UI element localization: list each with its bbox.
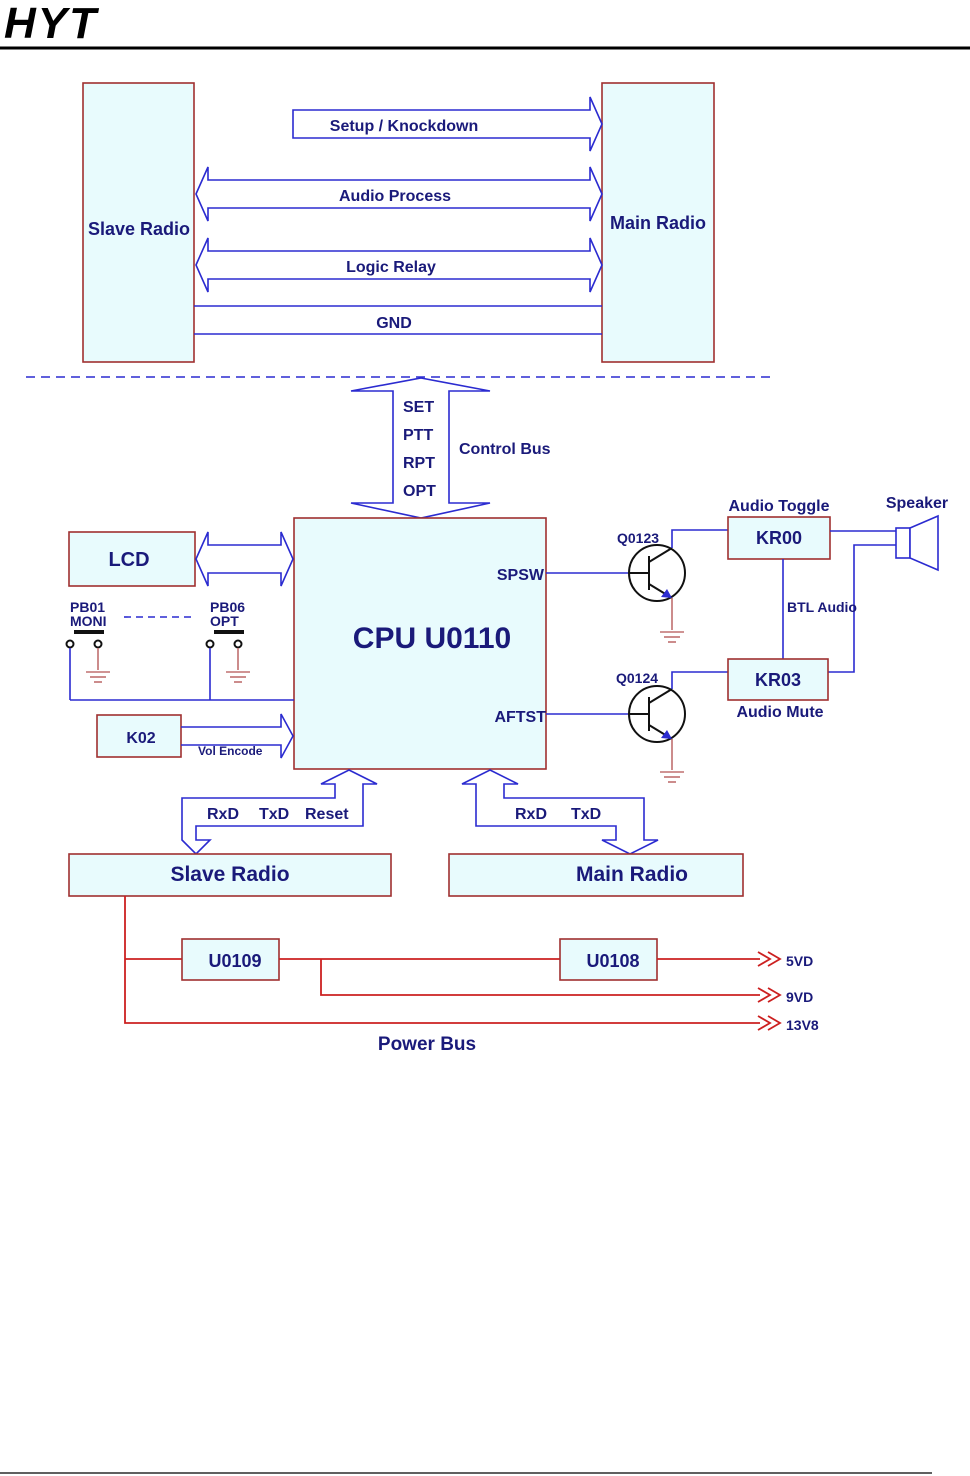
kr03-label: KR03 [755, 670, 801, 690]
power-bus-label: Power Bus [378, 1034, 476, 1055]
slave-bus-rxd: RxD [207, 806, 239, 823]
kr03-speaker-wire [828, 544, 896, 673]
q0123-ground-symbol [660, 598, 684, 643]
bottom-slave-radio-label: Slave Radio [170, 863, 289, 886]
audio-mute-label: Audio Mute [736, 704, 823, 721]
pb06-switch-symbol [205, 630, 250, 700]
u0109-label: U0109 [208, 951, 261, 971]
u0109-box [181, 938, 280, 981]
k02-box [96, 714, 182, 758]
bottom-slave-radio-box [68, 853, 392, 897]
vol-encode-arrow [181, 713, 294, 759]
svg-text:HYT: HYT [4, 0, 99, 48]
output-5vd-label: 5VD [786, 953, 813, 969]
vol-encode-label: Vol Encode [198, 744, 263, 758]
kr00-label: KR00 [756, 528, 802, 548]
control-bus-signal-opt: OPT [403, 483, 436, 500]
audio-toggle-label: Audio Toggle [728, 498, 829, 515]
pb06-label: PB06 [210, 599, 245, 615]
cpu-label: CPU U0110 [353, 622, 511, 655]
setup-knockdown-label: Setup / Knockdown [330, 118, 478, 135]
q0124-ground-symbol [660, 739, 684, 783]
logic-relay-label: Logic Relay [346, 259, 436, 276]
output-9vd-label: 9VD [786, 989, 813, 1005]
cpu-box [293, 517, 547, 770]
cpu-pin-aftst: AFTST [494, 709, 546, 726]
moni-label: MONI [70, 613, 107, 629]
bottom-main-radio-box [448, 853, 744, 897]
opt-label: OPT [210, 613, 239, 629]
q0123-label: Q0123 [617, 530, 659, 546]
lcd-label: LCD [108, 549, 149, 571]
q0123-collector-wire [671, 529, 728, 548]
cpu-pin-spsw: SPSW [497, 567, 545, 584]
btl-audio-label: BTL Audio [787, 599, 857, 615]
pb01-switch-symbol [65, 630, 110, 700]
u0108-box [559, 938, 658, 981]
top-main-radio-box [601, 82, 715, 363]
control-bus-signal-ptt: PTT [403, 427, 433, 444]
power-9vd-wire [320, 959, 760, 996]
slave-bus-txd: TxD [259, 806, 289, 823]
speaker-icon [895, 514, 939, 572]
top-slave-radio-box [82, 82, 195, 363]
setup-knockdown-arrow [292, 96, 603, 152]
main-bus-txd: TxD [571, 806, 601, 823]
gnd-label: GND [376, 315, 412, 332]
power-13v8-wire [124, 896, 760, 1024]
lcd-box [68, 531, 196, 587]
output-13v8-label: 13V8 [786, 1017, 819, 1033]
audio-process-arrow [195, 166, 603, 222]
slave-bus-reset: Reset [305, 806, 349, 823]
control-bus-signal-set: SET [403, 399, 434, 416]
lcd-cpu-arrow [195, 531, 294, 587]
q0124-label: Q0124 [616, 670, 658, 686]
u0108-label: U0108 [586, 951, 639, 971]
output-9vd-connector-icon [757, 987, 782, 1003]
q0124-collector-wire [671, 671, 728, 689]
q0123-transistor-symbol [628, 544, 686, 602]
main-serial-bus-arrow [461, 769, 659, 855]
kr00-box [727, 516, 831, 560]
q0124-transistor-symbol [628, 685, 686, 743]
control-bus-signal-rpt: RPT [403, 455, 435, 472]
audio-process-label: Audio Process [339, 188, 451, 205]
top-slave-radio-label: Slave Radio [88, 219, 190, 239]
k02-label: K02 [126, 730, 155, 747]
bottom-main-radio-label: Main Radio [576, 863, 688, 886]
slave-serial-bus-arrow [181, 769, 378, 856]
top-main-radio-label: Main Radio [610, 213, 706, 233]
output-5vd-connector-icon [757, 951, 782, 967]
hyt-logo: HYT [4, 0, 99, 48]
control-bus-label: Control Bus [459, 441, 551, 458]
speaker-label: Speaker [886, 495, 948, 512]
kr03-box [727, 658, 829, 701]
logic-relay-arrow [195, 237, 603, 293]
output-13v8-connector-icon [757, 1015, 782, 1031]
main-bus-rxd: RxD [515, 806, 547, 823]
pb01-label: PB01 [70, 599, 105, 615]
